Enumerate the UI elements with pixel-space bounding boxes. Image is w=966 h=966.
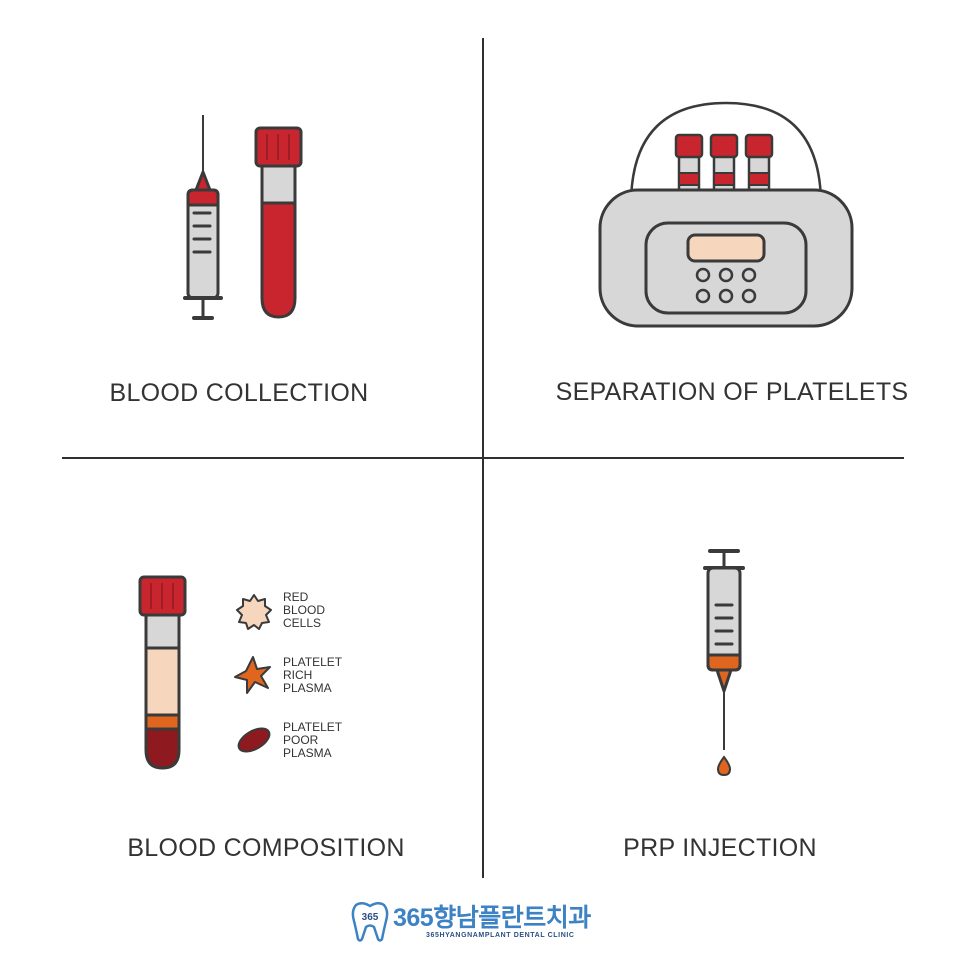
syringe-icon bbox=[183, 115, 223, 320]
prp-injection-title: PRP INJECTION bbox=[623, 834, 817, 862]
centrifuge-illustration bbox=[598, 101, 854, 328]
prp-syringe-icon bbox=[703, 549, 745, 777]
centrifuge-tubes-icon bbox=[674, 133, 774, 197]
legend-red-blood-cells: RED BLOOD CELLS bbox=[283, 590, 326, 630]
blood-collection-title: BLOOD COLLECTION bbox=[109, 379, 369, 407]
separation-of-platelets-title: SEPARATION OF PLATELETS bbox=[555, 378, 909, 406]
composition-tube-icon bbox=[138, 575, 187, 770]
horizontal-divider bbox=[62, 457, 904, 459]
blood-collection-illustration bbox=[183, 115, 303, 320]
blood-tube-icon bbox=[254, 126, 303, 319]
red-blood-cells-icon bbox=[236, 594, 272, 630]
clinic-logo: 365 365향남플란트치과 365HYANGNAMPLANT DENTAL C… bbox=[340, 895, 630, 950]
control-buttons bbox=[695, 267, 757, 304]
legend-platelet-poor-plasma: PLATELET POOR PLASMA bbox=[283, 720, 343, 760]
logo-name: 365향남플란트치과 bbox=[393, 904, 591, 932]
legend-platelet-rich-plasma: PLATELET RICH PLASMA bbox=[283, 655, 343, 695]
logo-badge: 365 bbox=[362, 912, 379, 923]
blood-composition-title: BLOOD COMPOSITION bbox=[127, 834, 405, 862]
logo-subtitle: 365HYANGNAMPLANT DENTAL CLINIC bbox=[426, 932, 575, 939]
tooth-icon: 365 bbox=[351, 902, 389, 942]
platelet-rich-plasma-icon bbox=[234, 656, 271, 694]
drop-icon bbox=[716, 755, 732, 777]
platelet-poor-plasma-icon bbox=[237, 727, 271, 753]
